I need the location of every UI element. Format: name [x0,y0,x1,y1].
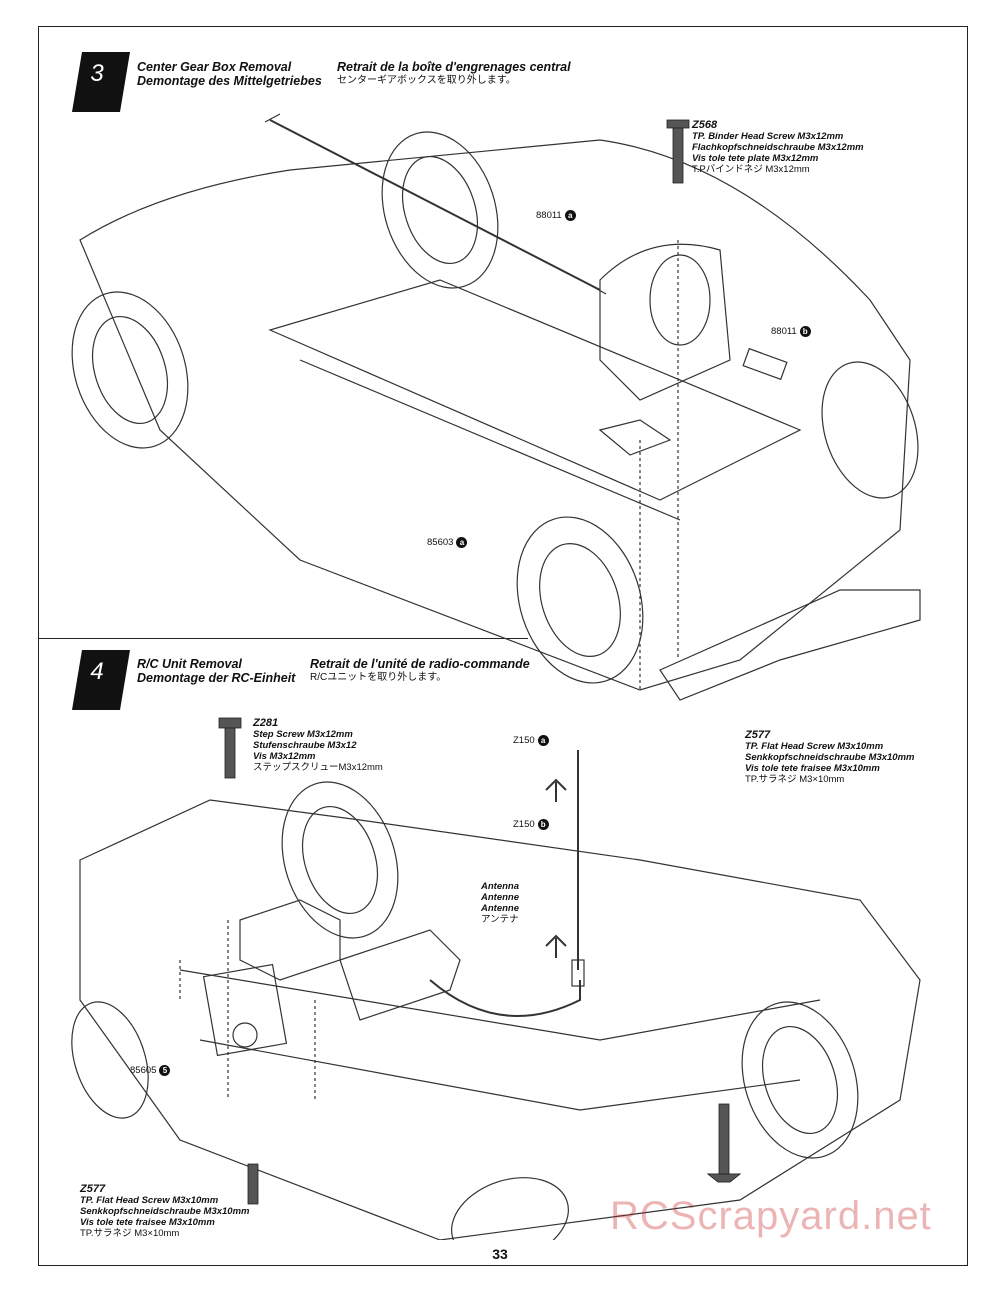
step-4-title-de: Demontage der RC-Einheit [137,671,296,685]
screw-z281-code: Z281 [253,717,279,729]
screw-z568-en: TP. Binder Head Screw M3x12mm [692,131,844,142]
part-z150a-number: Z150 [513,735,535,746]
step-4-title-jp: R/Cユニットを取り外します。 [310,672,447,683]
screw-z568-block: Z568 TP. Binder Head Screw M3x12mm Flach… [692,119,864,176]
screw-z568-jp: T.Pバインドネジ M3x12mm [692,164,810,175]
step-3-title: Center Gear Box Removal Demontage des Mi… [137,60,322,88]
screw-z568-fr: Vis tole tete plate M3x12mm [692,153,819,164]
screw-z281-en: Step Screw M3x12mm [253,729,353,740]
antenna-label-de: Antenne [481,892,519,903]
part-z150a-letter: a [537,735,549,746]
part-z150b-number: Z150 [513,819,535,830]
screw-z577a-en: TP. Flat Head Screw M3x10mm [745,741,884,752]
step-4-title-fr-block: Retrait de l'unité de radio-commande R/C… [310,657,530,685]
antenna-label-jp: アンテナ [481,914,519,925]
part-85605-number: 85605 [130,1065,157,1076]
part-85603-number: 85603 [427,537,454,548]
part-85605-letter: 5 [159,1065,171,1076]
screw-z281-jp: ステップスクリューM3x12mm [253,762,383,773]
chassis-exploded-drawing [71,113,921,1240]
screw-z577a-fr: Vis tole tete fraisee M3x10mm [745,763,880,774]
screw-z281-block: Z281 Step Screw M3x12mm Stufenschraube M… [253,717,383,774]
part-88011a: 88011 a [536,210,576,221]
part-z150a: Z150 a [513,735,549,746]
part-z150b-letter: b [537,819,549,830]
antenna-label-fr: Antenne [481,903,519,914]
step-3-title-de: Demontage des Mittelgetriebes [137,74,322,88]
part-88011a-number: 88011 [536,210,562,221]
page-frame [38,26,968,1266]
screw-z577a-code: Z577 [745,729,771,741]
screw-z577b-fr: Vis tole tete fraisee M3x10mm [80,1217,215,1228]
screw-z577b-code: Z577 [80,1183,106,1195]
part-z150b: Z150 b [513,819,549,830]
part-88011b-number: 88011 [771,326,797,337]
step-4-number: 4 [90,658,104,685]
screw-z281-de: Stufenschraube M3x12 [253,740,357,751]
screw-z577b-en: TP. Flat Head Screw M3x10mm [80,1195,219,1206]
step-3-title-fr-block: Retrait de la boîte d'engrenages central… [337,60,571,88]
watermark: RCScrapyard.net [610,1194,932,1238]
step-4-title: R/C Unit Removal Demontage der RC-Einhei… [137,657,295,685]
part-88011b-letter: b [799,326,811,337]
screw-z281-fr: Vis M3x12mm [253,751,316,762]
step-3-title-en: Center Gear Box Removal [137,60,292,74]
part-85603-letter: a [456,537,468,548]
step-3-title-jp: センターギアボックスを取り外します。 [337,75,516,86]
antenna-label: Antenna Antenne Antenne アンテナ [481,881,519,925]
step-3-title-fr: Retrait de la boîte d'engrenages central [337,60,571,74]
screw-z568-de: Flachkopfschneidschraube M3x12mm [692,142,864,153]
screw-z577a-jp: TP.サラネジ M3×10mm [745,774,845,785]
part-88011a-letter: a [564,210,576,221]
step-4-badge: 4 [72,650,130,710]
part-85605: 85605 5 [130,1065,171,1076]
antenna-label-en: Antenna [481,881,519,892]
part-85603: 85603 a [427,537,468,548]
step-3-badge: 3 [72,52,130,112]
screw-z577a-de: Senkkopfschneidschraube M3x10mm [745,752,915,763]
step-4-title-en: R/C Unit Removal [137,657,242,671]
section-divider [38,638,528,639]
step-4-title-fr: Retrait de l'unité de radio-commande [310,657,530,671]
page-number: 33 [492,1246,508,1262]
step-3-number: 3 [90,60,104,87]
screw-z577b-de: Senkkopfschneidschraube M3x10mm [80,1206,250,1217]
screw-z577a-block: Z577 TP. Flat Head Screw M3x10mm Senkkop… [745,729,915,786]
part-88011b: 88011 b [771,326,811,337]
screw-z577b-jp: TP.サラネジ M3×10mm [80,1228,180,1239]
screw-z568-code: Z568 [692,119,718,131]
screw-z577b-block: Z577 TP. Flat Head Screw M3x10mm Senkkop… [80,1183,250,1240]
